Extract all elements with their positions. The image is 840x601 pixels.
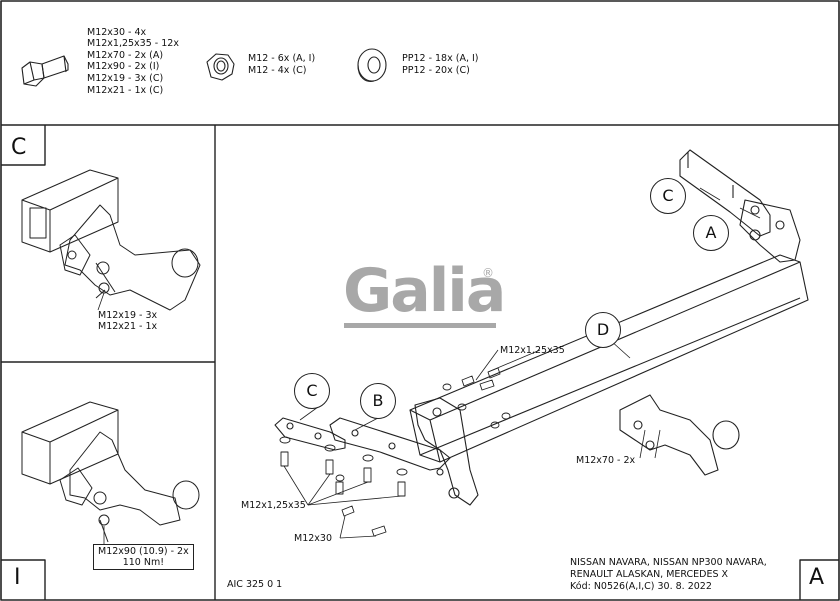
- washer-icon: [357, 48, 387, 82]
- vehicle-line: NISSAN NAVARA, NISSAN NP300 NAVARA,: [570, 557, 767, 568]
- nut-item: M12 - 6x (A, I): [248, 53, 316, 64]
- bolt-icon: [21, 55, 69, 87]
- bolt-item: M12x90 - 2x (I): [87, 61, 160, 72]
- galia-logo: Galia: [343, 256, 506, 326]
- panel-c-bolt-label: M12x21 - 1x: [98, 321, 158, 332]
- nut-item: M12 - 4x (C): [248, 65, 307, 76]
- torque-bolt: M12x90 (10.9) - 2x: [98, 546, 189, 557]
- bolt-label-bottom: M12x30: [294, 533, 332, 544]
- bolt-label-side: M12x70 - 2x: [576, 455, 636, 466]
- callout-c-top: C: [650, 178, 686, 214]
- vehicle-line: RENAULT ALASKAN, MERCEDES X: [570, 569, 729, 580]
- panel-c-bolt-label: M12x19 - 3x: [98, 310, 158, 321]
- callout-c-left: C: [294, 373, 330, 409]
- bolt-item: M12x70 - 2x (A): [87, 50, 164, 61]
- drawing-code: AIC 325 0 1: [227, 579, 283, 590]
- nut-icon: [206, 53, 235, 81]
- bolt-label-top: M12x1,25x35: [500, 345, 565, 356]
- bolt-item: M12x19 - 3x (C): [87, 73, 164, 84]
- registered-mark: ®: [482, 266, 494, 280]
- torque-value: 110 Nm!: [122, 557, 165, 568]
- bolt-label-left: M12x1,25x35: [241, 500, 306, 511]
- logo-underline: [344, 323, 496, 328]
- zone-label-i: I: [14, 565, 21, 590]
- callout-b: B: [360, 383, 396, 419]
- callout-d: D: [585, 312, 621, 348]
- washer-item: PP12 - 18x (A, I): [402, 53, 479, 64]
- torque-label: M12x90 (10.9) - 2x 110 Nm!: [93, 544, 194, 570]
- callout-a: A: [693, 215, 729, 251]
- towbar-assembly: [97, 149, 809, 545]
- zone-label-c: C: [11, 135, 27, 160]
- bolt-item: M12x30 - 4x: [87, 27, 147, 38]
- kod-label: Kód: N0526(A,I,C) 30. 8. 2022: [570, 581, 712, 592]
- panel-c-detail: [21, 169, 201, 311]
- washer-item: PP12 - 20x (C): [402, 65, 470, 76]
- zone-label-a: A: [809, 565, 825, 590]
- panel-i-detail: [21, 401, 200, 543]
- bolt-item: M12x21 - 1x (C): [87, 85, 164, 96]
- bolt-item: M12x1,25x35 - 12x: [87, 38, 179, 49]
